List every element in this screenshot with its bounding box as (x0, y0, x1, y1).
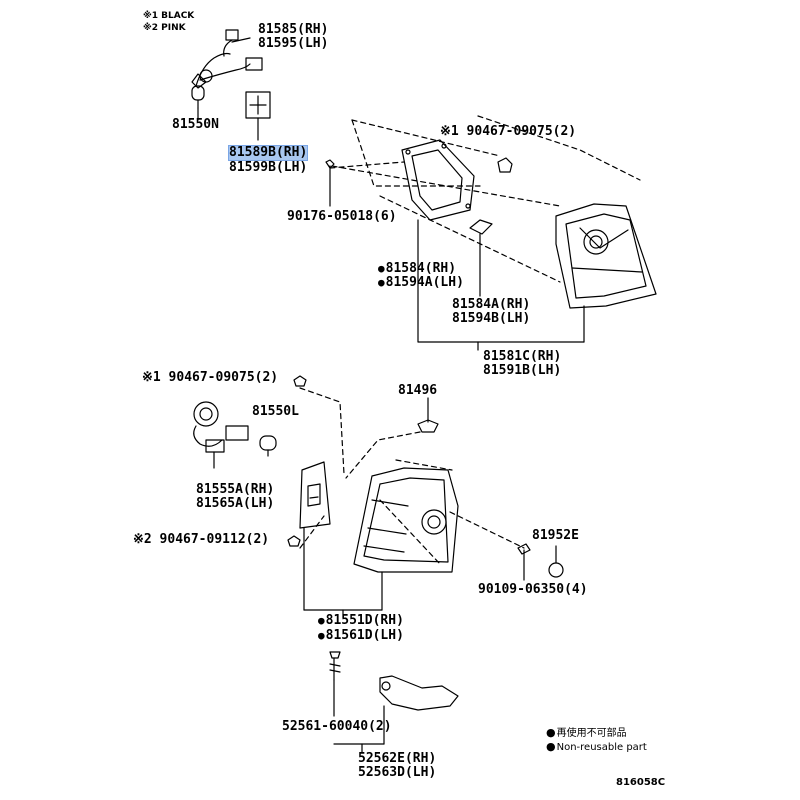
part-81584[interactable]: 81584(RH) (378, 262, 456, 276)
part-81496[interactable]: 81496 (398, 383, 438, 398)
lower-housing-outline (299, 387, 525, 565)
clip-90467-09075-mid (293, 375, 307, 387)
lamp-81551D (353, 467, 459, 611)
screw-81496 (417, 397, 439, 433)
cap-81952E (548, 545, 564, 578)
part-81555A[interactable]: 81555A(RH) (196, 482, 275, 497)
lower-bracket-base (333, 743, 385, 753)
legend-mark-1: ※1 BLACK (143, 11, 195, 21)
footnote-jp: 再使用不可部品 (546, 727, 627, 739)
part-52561-60040[interactable]: 52561-60040(2) (282, 719, 392, 734)
screw-90176 (325, 159, 335, 207)
part-90467-09075-top[interactable]: ※1 90467-09075(2) (440, 124, 577, 139)
part-52563D[interactable]: 52563D(LH) (358, 765, 437, 780)
clip-90467-09075-top (497, 157, 513, 173)
socket-wire-81585 (191, 29, 263, 89)
clip-90467-09112 (287, 535, 301, 547)
screw-52561 (329, 651, 341, 717)
part-81594B[interactable]: 81594B(LH) (452, 311, 531, 326)
part-81561D[interactable]: 81561D(LH) (318, 629, 404, 643)
part-81595[interactable]: 81595(LH) (258, 36, 329, 51)
socket-wire-81555A (193, 401, 249, 469)
screw-90109 (517, 543, 531, 581)
part-90176-05018[interactable]: 90176-05018(6) (287, 209, 397, 224)
part-81591B[interactable]: 81591B(LH) (483, 363, 562, 378)
part-81594A[interactable]: 81594A(LH) (378, 276, 464, 290)
part-81550N[interactable]: 81550N (172, 117, 219, 132)
part-90467-09075-mid[interactable]: ※1 90467-09075(2) (142, 370, 279, 385)
part-81585[interactable]: 81585(RH) (258, 22, 329, 37)
legend-mark-2: ※2 PINK (143, 23, 186, 33)
figure-id: 816058C (616, 777, 666, 788)
part-81952E[interactable]: 81952E (532, 528, 579, 543)
gasket-81589B (245, 91, 271, 141)
bulb-81550N (191, 85, 205, 119)
part-90467-09112[interactable]: ※2 90467-09112(2) (133, 532, 270, 547)
bracket-52562E (379, 675, 459, 745)
part-81581C[interactable]: 81581C(RH) (483, 349, 562, 364)
part-81565A[interactable]: 81565A(LH) (196, 496, 275, 511)
part-52562E[interactable]: 52562E(RH) (358, 751, 437, 766)
part-90109-06350[interactable]: 90109-06350(4) (478, 582, 588, 597)
bulb-81550L (259, 435, 277, 457)
upper-housing-outline (329, 115, 641, 283)
footnote-en: Non-reusable part (546, 741, 647, 753)
part-81589B[interactable]: 81589B(RH) (227, 145, 309, 161)
part-81599B[interactable]: 81599B(LH) (229, 160, 308, 175)
lower-gasket (299, 461, 331, 611)
part-81550L[interactable]: 81550L (252, 404, 299, 419)
tail-lamp-81581C (555, 203, 657, 343)
pad-81584A (469, 219, 493, 297)
part-81584A[interactable]: 81584A(RH) (452, 297, 531, 312)
part-81551D[interactable]: 81551D(RH) (318, 614, 404, 628)
lamp-gasket-frame (401, 139, 475, 221)
